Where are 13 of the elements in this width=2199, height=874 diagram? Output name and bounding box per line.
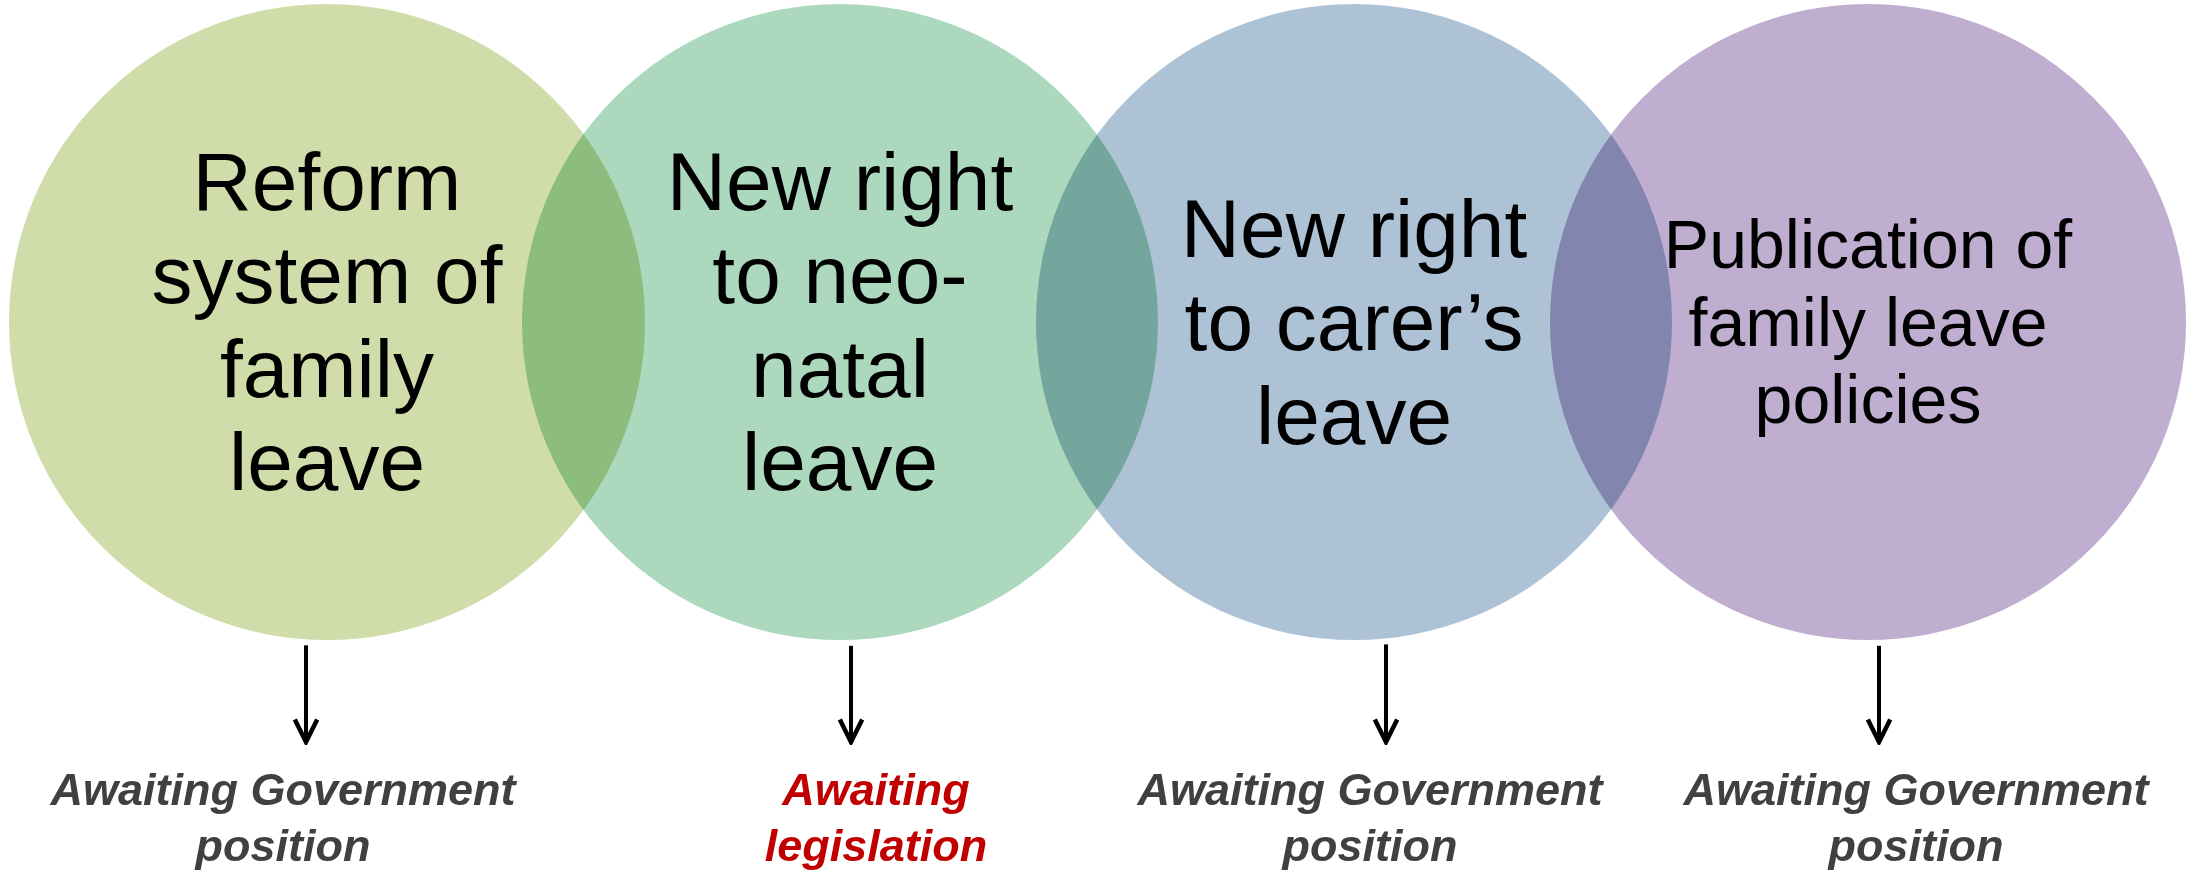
node-label: Publication of family leave policies xyxy=(1662,205,2074,439)
arrow xyxy=(1372,644,1400,745)
arrow xyxy=(292,645,320,745)
status-label: Awaiting Government position xyxy=(23,762,543,874)
node-label: Reform system of family leave xyxy=(150,135,504,509)
arrow xyxy=(837,645,865,745)
node-label: New right to carer’s leave xyxy=(1179,181,1529,463)
status-label: Awaiting Government position xyxy=(1110,762,1630,874)
circle-node xyxy=(1550,4,2186,640)
arrow xyxy=(1865,645,1893,745)
status-label: Awaiting legislation xyxy=(666,762,1086,874)
node-label: New right to neo-natal leave xyxy=(665,135,1015,509)
status-label: Awaiting Government position xyxy=(1656,762,2176,874)
